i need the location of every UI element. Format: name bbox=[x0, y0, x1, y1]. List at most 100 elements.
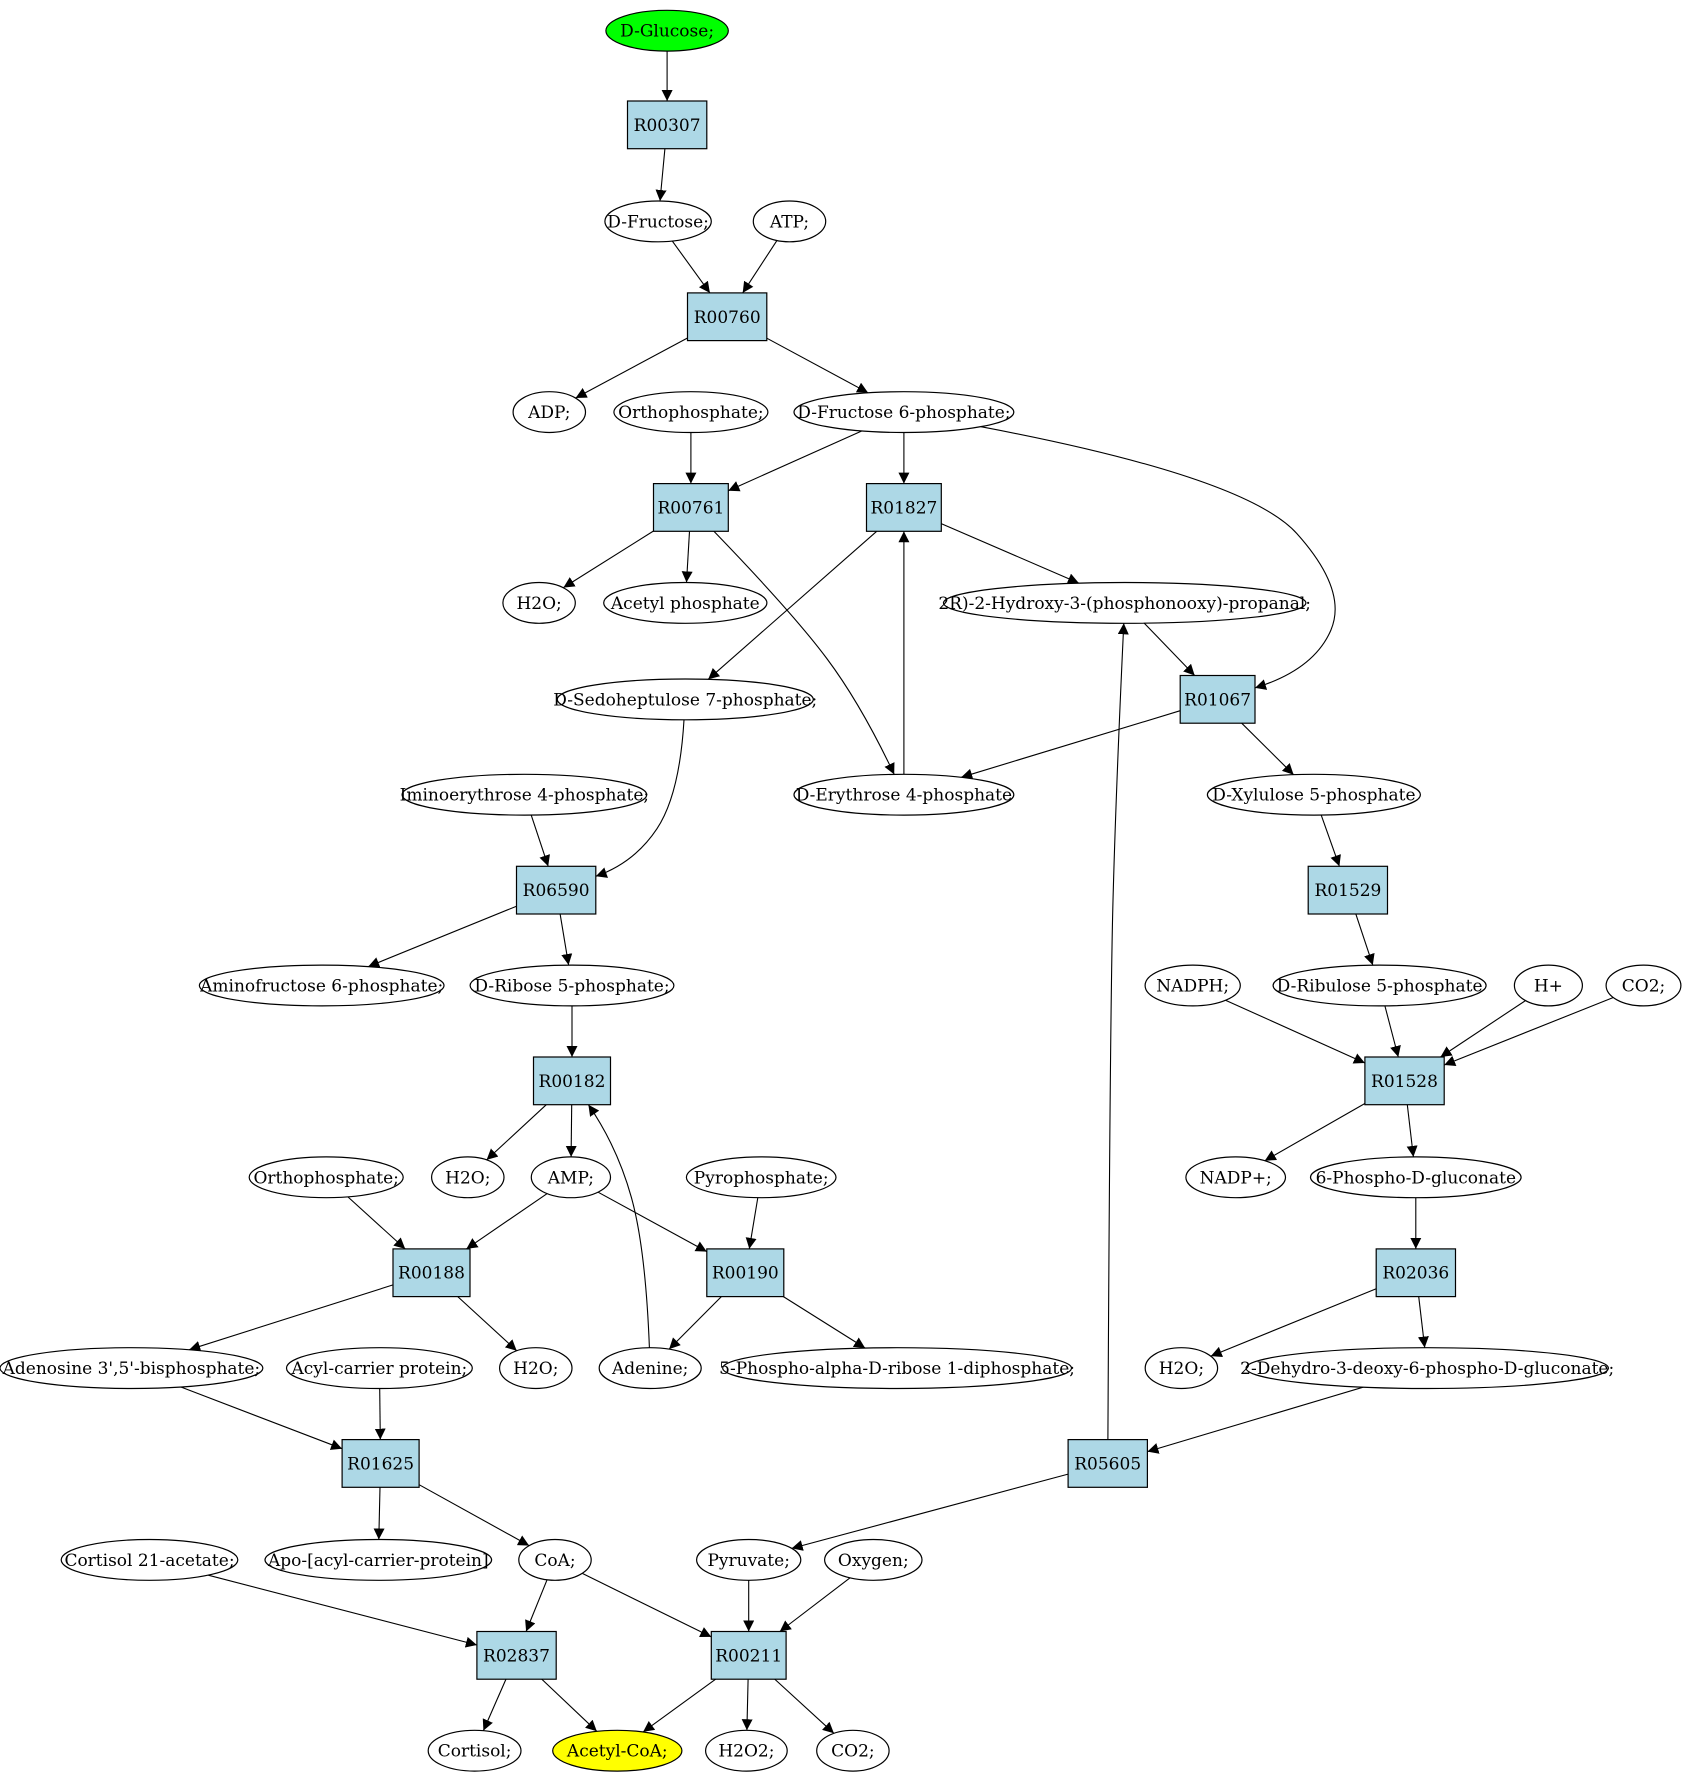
edge-kdpg-to-R05605 bbox=[1147, 1386, 1364, 1454]
node-label: Acyl-carrier protein; bbox=[291, 1359, 468, 1379]
node-label: H2O; bbox=[513, 1359, 558, 1379]
compound-node-apoacp: Apo-[acyl-carrier-protein] bbox=[264, 1538, 493, 1581]
node-label: R00182 bbox=[539, 1072, 606, 1092]
reaction-box bbox=[476, 1630, 557, 1680]
edge-hplus-to-R01528 bbox=[1440, 1000, 1526, 1058]
compound-node-adenine: Adenine; bbox=[598, 1347, 702, 1390]
compound-node-co2b: CO2; bbox=[816, 1729, 890, 1772]
node-label: Apo-[acyl-carrier-protein] bbox=[267, 1551, 489, 1571]
node-label: Orthophosphate; bbox=[253, 1168, 398, 1188]
edge-amp-to-R00190 bbox=[597, 1191, 708, 1253]
compound-ellipse bbox=[430, 1156, 505, 1199]
compound-ellipse bbox=[518, 1538, 592, 1581]
compound-ellipse bbox=[512, 391, 587, 434]
node-label: H2O2; bbox=[718, 1742, 774, 1762]
edge-R00761-to-acetylp bbox=[681, 531, 693, 583]
compound-node-pyro: Pyrophosphate; bbox=[685, 1156, 837, 1199]
edge-R00190-to-prpp bbox=[782, 1296, 866, 1349]
compound-ellipse bbox=[685, 1156, 837, 1199]
edge-R02837-to-acetylcoa bbox=[541, 1678, 598, 1732]
node-label: R00760 bbox=[694, 308, 761, 328]
edge-R02036-to-h2o4 bbox=[1210, 1288, 1377, 1358]
compound-ellipse bbox=[604, 200, 712, 243]
node-label: R00211 bbox=[715, 1646, 782, 1666]
compound-node-f6p: D-Fructose 6-phosphate; bbox=[793, 391, 1015, 434]
node-label: D-Glucose; bbox=[620, 22, 714, 42]
edge-R00211-to-h2o2 bbox=[741, 1679, 753, 1731]
compound-node-hplus: H+ bbox=[1513, 964, 1584, 1007]
node-label: H2O; bbox=[1159, 1359, 1204, 1379]
compound-node-imino: Iminoerythrose 4-phosphate; bbox=[400, 773, 650, 816]
reaction-node-r01528: R01528 bbox=[1364, 1056, 1445, 1106]
compound-node-ortho1: Orthophosphate; bbox=[613, 391, 769, 434]
edge-hydroxy-to-R01067 bbox=[1143, 622, 1196, 676]
compound-ellipse bbox=[1144, 964, 1241, 1007]
compound-ellipse bbox=[752, 200, 827, 243]
edge-f6p-to-R01067 bbox=[980, 426, 1336, 690]
reaction-box bbox=[626, 100, 708, 150]
edges-layer bbox=[180, 51, 1614, 1734]
node-label: R01827 bbox=[870, 499, 937, 519]
compound-ellipse bbox=[530, 1156, 612, 1199]
node-label: D-Ribose 5-phosphate; bbox=[474, 977, 669, 997]
node-label: D-Sedoheptulose 7-phosphate; bbox=[553, 690, 817, 710]
compound-ellipse bbox=[823, 1538, 923, 1581]
compound-node-cortisol: Cortisol; bbox=[427, 1729, 522, 1772]
compound-node-amino: Aminofructose 6-phosphate; bbox=[198, 964, 445, 1007]
reaction-node-r01067: R01067 bbox=[1179, 674, 1256, 724]
reaction-box bbox=[532, 1056, 612, 1106]
edge-imino-to-R06590 bbox=[530, 814, 550, 867]
node-label: R01529 bbox=[1314, 881, 1381, 901]
node-label: CO2; bbox=[831, 1742, 875, 1762]
edge-sedo-to-R06590 bbox=[595, 719, 685, 878]
reaction-box bbox=[1364, 1056, 1445, 1106]
edge-R01827-to-hydroxy bbox=[940, 523, 1080, 584]
reaction-node-r00307: R00307 bbox=[626, 100, 708, 150]
compound-node-nadp: NADP+; bbox=[1185, 1156, 1287, 1199]
edge-R01625-to-apoacp bbox=[373, 1487, 385, 1540]
compound-ellipse bbox=[556, 678, 814, 721]
node-label: Iminoerythrose 4-phosphate; bbox=[400, 786, 650, 806]
node-label: D-Fructose 6-phosphate; bbox=[797, 403, 1010, 423]
compound-ellipse bbox=[605, 9, 729, 52]
edge-oxygen-to-R00211 bbox=[779, 1577, 851, 1632]
compound-node-h2o2n: H2O; bbox=[430, 1156, 505, 1199]
edge-R01067-to-e4p bbox=[961, 710, 1181, 780]
compound-node-glucose: D-Glucose; bbox=[605, 9, 729, 52]
edge-R00190-to-adenine bbox=[668, 1296, 722, 1350]
compound-node-fructose: D-Fructose; bbox=[604, 200, 712, 243]
compound-ellipse bbox=[1309, 1156, 1522, 1199]
edge-R00761-to-e4p bbox=[713, 530, 895, 775]
compound-node-atp: ATP; bbox=[752, 200, 827, 243]
compound-ellipse bbox=[427, 1729, 522, 1772]
node-label: Acetyl phosphate bbox=[610, 594, 760, 614]
compound-node-e4p: D-Erythrose 4-phosphate bbox=[793, 773, 1015, 816]
node-label: R01067 bbox=[1184, 690, 1251, 710]
reaction-node-r00190: R00190 bbox=[706, 1248, 785, 1298]
reaction-node-r01529: R01529 bbox=[1307, 865, 1389, 915]
compound-ellipse bbox=[248, 1156, 404, 1199]
compound-ellipse bbox=[264, 1538, 493, 1581]
reaction-box bbox=[652, 483, 729, 532]
node-label: H2O; bbox=[516, 594, 561, 614]
compound-node-ribul: D-Ribulose 5-phosphate bbox=[1272, 964, 1487, 1007]
compound-node-co2a: CO2; bbox=[1605, 964, 1682, 1007]
node-label: NADPH; bbox=[1156, 977, 1229, 997]
node-label: 6-Phospho-D-gluconate bbox=[1316, 1168, 1516, 1188]
compound-node-oxygen: Oxygen; bbox=[823, 1538, 923, 1581]
compound-ellipse bbox=[1206, 773, 1422, 816]
node-label: Adenine; bbox=[611, 1359, 688, 1379]
node-label: ADP; bbox=[527, 403, 570, 423]
edge-R00188-to-h2o3 bbox=[457, 1296, 518, 1352]
reaction-node-r00761: R00761 bbox=[652, 483, 729, 532]
compound-node-acetylcoa: Acetyl-CoA; bbox=[552, 1729, 683, 1772]
compound-ellipse bbox=[816, 1729, 890, 1772]
node-label: Pyrophosphate; bbox=[694, 1168, 829, 1188]
edge-R00760-to-f6p bbox=[766, 337, 869, 394]
node-label: 2R)-2-Hydroxy-3-(phosphonooxy)-propanal; bbox=[938, 594, 1311, 614]
compound-node-phosphoglu: 6-Phospho-D-gluconate bbox=[1309, 1156, 1522, 1199]
compound-node-h2o3: H2O; bbox=[498, 1347, 573, 1390]
compound-node-ortho2: Orthophosphate; bbox=[248, 1156, 404, 1199]
edge-atp-to-R00760 bbox=[742, 240, 778, 294]
